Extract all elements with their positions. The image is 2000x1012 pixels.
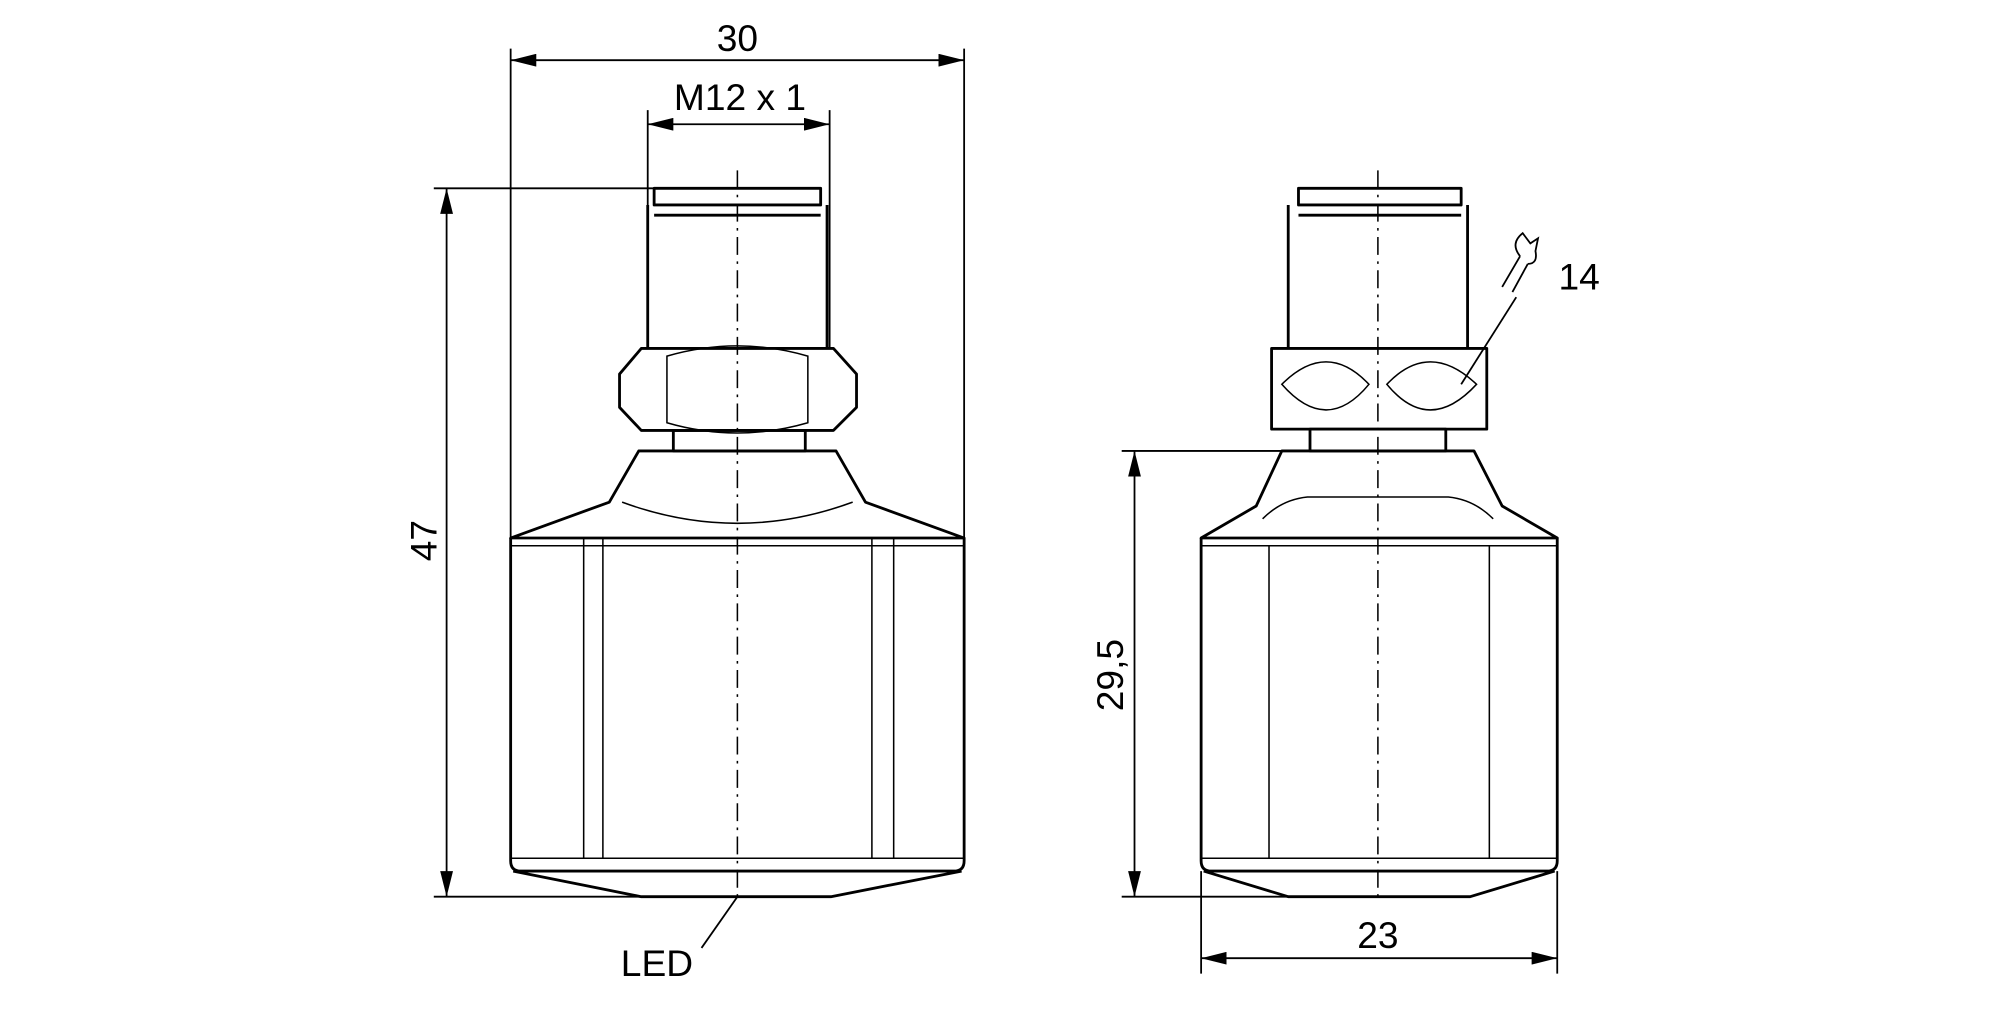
shoulder-curve <box>621 501 853 525</box>
hex-nut <box>618 347 858 432</box>
dimension-width-30: 30 <box>509 17 966 539</box>
dimension-height-47: 47 <box>402 187 655 898</box>
dimension-thread: M12 x 1 <box>646 76 831 349</box>
led-label: LED <box>621 942 693 984</box>
body-side <box>1199 538 1559 873</box>
connector-thread-side <box>1286 204 1469 349</box>
front-view <box>509 170 966 904</box>
leader-line <box>1460 296 1518 385</box>
shoulder-side <box>1199 449 1559 540</box>
wrench-icon <box>1501 231 1540 293</box>
dim-30-label: 30 <box>717 17 758 59</box>
side-view <box>1199 170 1559 904</box>
connector-cap-side <box>1297 186 1463 207</box>
led-callout: LED <box>621 896 739 984</box>
body-edges <box>510 538 965 860</box>
dimension-height-29-5: 29,5 <box>1089 450 1289 898</box>
wrench-size-callout: 14 <box>1460 231 1600 385</box>
body-side-edges <box>1201 544 1558 860</box>
leader-line <box>700 896 739 949</box>
dim-47-label: 47 <box>402 520 444 561</box>
dim-29-5-label: 29,5 <box>1089 639 1131 711</box>
hex-nut-side <box>1270 347 1489 431</box>
hex-nut-side-facets <box>1280 361 1478 411</box>
bottom-face-side <box>1203 869 1556 899</box>
dim-23-label: 23 <box>1357 914 1398 956</box>
dimension-width-23: 23 <box>1200 871 1559 974</box>
thread-label: M12 x 1 <box>674 76 806 118</box>
wrench-size-label: 14 <box>1559 256 1600 298</box>
bottom-face <box>512 869 962 899</box>
